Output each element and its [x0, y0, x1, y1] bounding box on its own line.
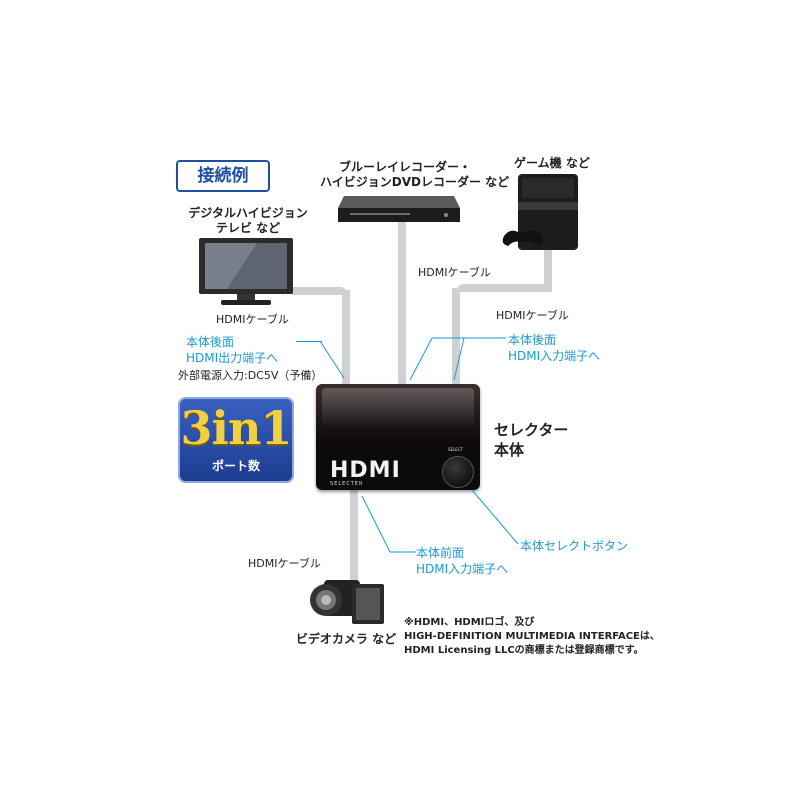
cable-bottom	[350, 490, 358, 592]
callout-rear-output: 本体後面 HDMI出力端子へ	[186, 334, 278, 366]
hdmi-logo: HDMI	[330, 458, 401, 483]
trademark-note-line3: HDMI Licensing LLCの商標または登録商標です。	[404, 645, 644, 656]
leader-rear-input	[409, 337, 506, 381]
power-input-label: 外部電源入力:DC5V（予備）	[178, 369, 323, 382]
cable-top-center	[398, 222, 406, 384]
select-button	[442, 456, 474, 488]
leader-select-button	[471, 489, 519, 545]
cable-label-right: HDMIケーブル	[496, 309, 569, 322]
callout-front-input: 本体前面 HDMI入力端子へ	[416, 545, 508, 577]
port-count-badge: 3in1 ポート数	[178, 397, 294, 483]
tv-label-line2: テレビ など	[215, 221, 281, 235]
badge-main-text: 3in1	[180, 401, 293, 455]
callout-front-input-line1: 本体前面	[416, 546, 465, 560]
video-camera-icon	[310, 580, 384, 624]
camera-label: ビデオカメラ など	[295, 632, 397, 646]
page-title: 接続例	[176, 160, 270, 192]
game-label: ゲーム機 など	[514, 156, 590, 170]
select-button-label: SELECT	[448, 447, 464, 452]
leader-rear-output	[319, 340, 345, 379]
trademark-note-line1: ※HDMI、HDMIロゴ、及び	[404, 617, 535, 628]
callout-select-button: 本体セレクトボタン	[520, 539, 629, 553]
selector-label-line2: 本体	[494, 441, 525, 459]
hdmi-logo-sub: SELECTER	[330, 481, 364, 487]
callout-front-input-line2: HDMI入力端子へ	[416, 562, 509, 576]
badge-sub-text: ポート数	[211, 459, 260, 473]
cable-left-horizontal	[292, 287, 348, 295]
recorder-label: ブルーレイレコーダー・ ハイビジョンDVDレコーダー など	[320, 160, 510, 190]
trademark-note-line2: HIGH-DEFINITION MULTIMEDIA INTERFACEは、	[404, 631, 660, 642]
trademark-note: ※HDMI、HDMIロゴ、及び HIGH-DEFINITION MULTIMED…	[404, 616, 660, 658]
hdmi-selector-device: HDMI SELECTER SELECT	[316, 384, 480, 490]
recorder-label-line2: ハイビジョンDVDレコーダー など	[320, 175, 510, 189]
selector-label: セレクター 本体	[494, 420, 568, 460]
selector-label-line1: セレクター	[494, 421, 569, 439]
leader-rear-output-h	[296, 341, 322, 342]
callout-rear-input: 本体後面 HDMI入力端子へ	[508, 332, 600, 364]
cable-right-horizontal	[456, 284, 552, 292]
recorder-icon	[338, 196, 460, 222]
callout-rear-output-line2: HDMI出力端子へ	[186, 351, 279, 365]
tv-label-line1: デジタルハイビジョン	[188, 206, 308, 220]
game-console-icon	[502, 174, 578, 250]
cable-label-bottom: HDMIケーブル	[248, 557, 321, 570]
tv-icon	[199, 238, 293, 305]
leader-front-input	[361, 495, 416, 553]
recorder-label-line1: ブルーレイレコーダー・	[338, 160, 471, 174]
selector-shine	[322, 388, 474, 428]
callout-rear-input-line1: 本体後面	[508, 333, 557, 347]
cable-left-vertical	[342, 290, 350, 384]
callout-rear-output-line1: 本体後面	[186, 335, 235, 349]
cable-label-top: HDMIケーブル	[418, 266, 491, 279]
callout-rear-input-line2: HDMI入力端子へ	[508, 349, 601, 363]
cable-right-vertical	[452, 288, 460, 384]
cable-right-vertical-top	[544, 244, 552, 290]
cable-label-left: HDMIケーブル	[216, 313, 289, 326]
tv-label: デジタルハイビジョン テレビ など	[188, 206, 308, 236]
